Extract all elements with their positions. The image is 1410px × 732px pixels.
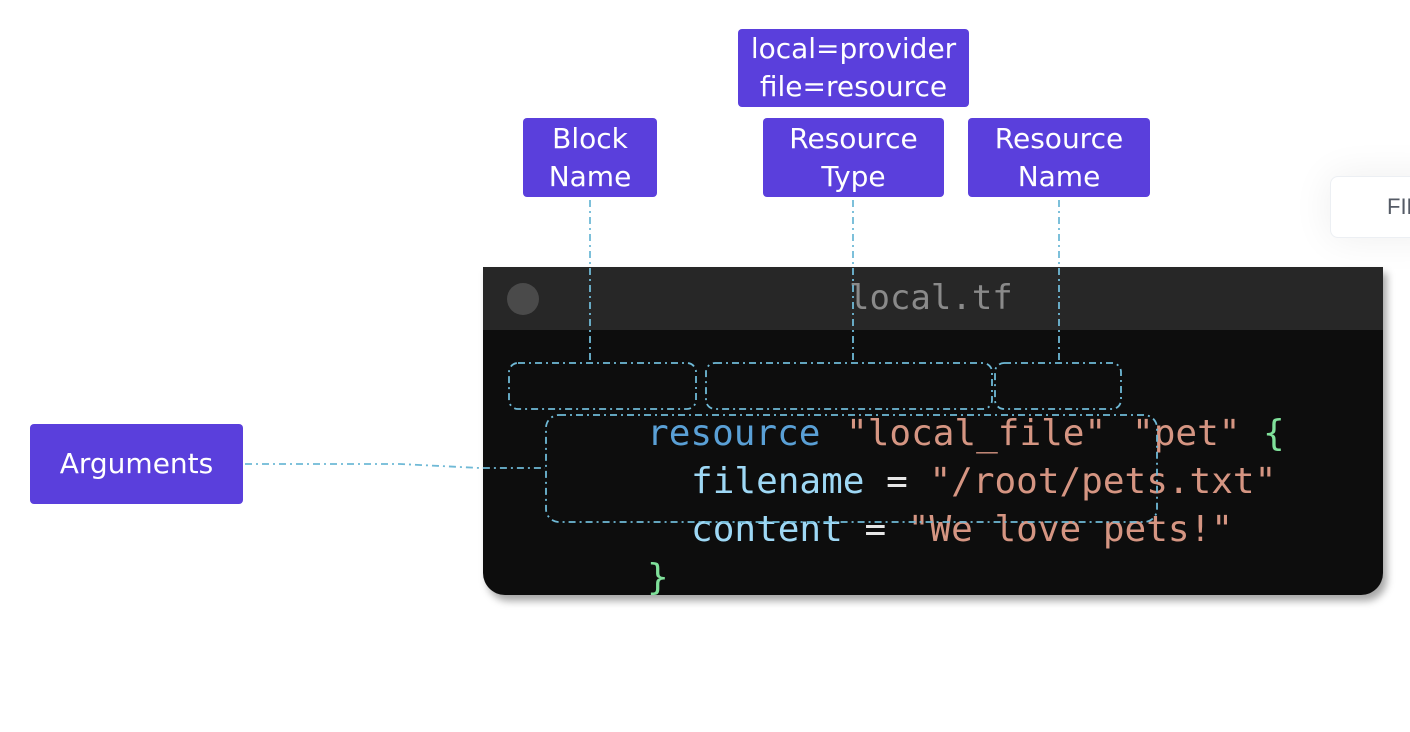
label-resource-name-line2: Name	[1017, 159, 1101, 193]
side-card-text: FIL	[1387, 194, 1410, 219]
label-block-name: Block Name	[523, 118, 657, 197]
code-line-1-brace: {	[1133, 368, 1285, 500]
label-resource-name-line1: Resource	[994, 121, 1124, 155]
window-button-icon[interactable]	[507, 283, 539, 315]
editor-titlebar: local.tf	[483, 267, 1383, 330]
label-resource-name: Resource Name	[968, 118, 1150, 197]
label-resource-type: Resource Type	[763, 118, 944, 197]
label-resource-type-line2: Type	[821, 159, 886, 193]
label-block-name-line1: Block	[552, 121, 628, 155]
code-close-brace: }	[647, 557, 669, 595]
code-line-4: }	[517, 512, 669, 595]
label-resource-type-line1: Resource	[789, 121, 918, 155]
side-card: FIL	[1330, 176, 1410, 238]
label-provider-resource: local=provider file=resource	[738, 29, 969, 107]
code-open-brace: {	[1263, 413, 1285, 454]
label-arguments: Arguments	[30, 424, 243, 504]
label-resource-line: file=resource	[759, 70, 948, 103]
label-arguments-text: Arguments	[59, 447, 214, 480]
code-op-equals: =	[842, 509, 908, 550]
code-attr-content: content	[691, 509, 843, 550]
code-value-content: "We love pets!"	[907, 509, 1233, 550]
editor-filename: local.tf	[849, 278, 1013, 318]
code-editor-window: local.tf resource "local_file" "pet" { f…	[483, 267, 1383, 595]
label-block-name-line2: Name	[548, 159, 632, 193]
label-provider-line: local=provider	[750, 32, 957, 65]
